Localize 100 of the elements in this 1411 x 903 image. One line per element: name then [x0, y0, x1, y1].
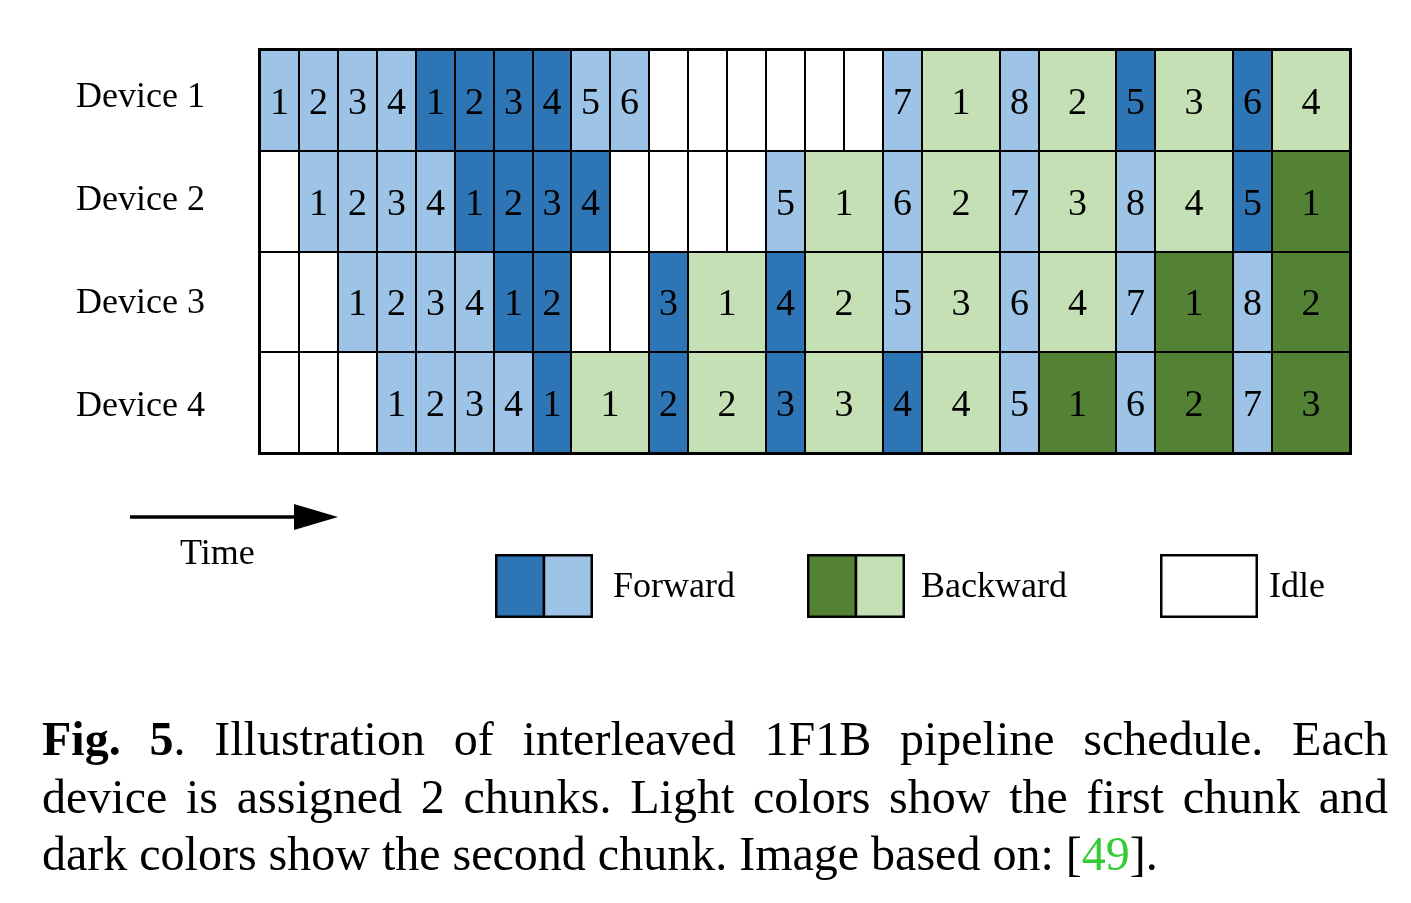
forward-cell: 3: [416, 252, 455, 352]
idle-cell: [844, 50, 883, 151]
forward-cell: 1: [377, 352, 416, 453]
axis-label: Time: [180, 531, 255, 574]
forward-cell: 1: [455, 151, 494, 252]
forward-cell: 6: [883, 151, 922, 252]
forward-cell: 2: [533, 252, 571, 352]
idle-cell: [610, 151, 649, 252]
backward-cell: 1: [1039, 352, 1116, 453]
forward-cell: 5: [571, 50, 610, 151]
forward-cell: 4: [883, 352, 922, 453]
forward-cell: 4: [377, 50, 416, 151]
figure-caption: Fig. 5. Illustration of interleaved 1F1B pipeline schedule. Each device is assigned 2 chunks. Light colors show the first chunk and dark colors show the second chunk. Image based on: [49].: [42, 711, 1388, 882]
backward-cell: 1: [688, 252, 766, 352]
forward-cell: 3: [649, 252, 688, 352]
backward-cell: 4: [1155, 151, 1233, 252]
backward-cell: 1: [922, 50, 1000, 151]
backward-cell: 2: [1039, 50, 1116, 151]
forward-cell: 1: [260, 50, 299, 151]
forward-cell: 3: [533, 151, 571, 252]
legend-label: Forward: [613, 564, 735, 607]
backward-cell: 4: [1272, 50, 1350, 151]
idle-cell: [688, 50, 727, 151]
forward-cell: 3: [766, 352, 805, 453]
backward-cell: 1: [805, 151, 883, 252]
forward-cell: 6: [1116, 352, 1155, 453]
backward-cell: 3: [1272, 352, 1350, 453]
idle-cell: [260, 352, 299, 453]
forward-cell: 1: [338, 252, 377, 352]
forward-cell: 7: [1116, 252, 1155, 352]
forward-cell: 4: [494, 352, 533, 453]
forward-cell: 1: [533, 352, 571, 453]
backward-cell: 3: [1039, 151, 1116, 252]
idle-cell: [688, 151, 727, 252]
idle-cell: [299, 352, 338, 453]
forward-cell: 8: [1233, 252, 1272, 352]
forward-cell: 5: [1233, 151, 1272, 252]
forward-cell: 5: [766, 151, 805, 252]
idle-cell: [338, 352, 377, 453]
row-label: Device 2: [76, 177, 205, 220]
backward-cell: 1: [1272, 151, 1350, 252]
forward-cell: 1: [299, 151, 338, 252]
forward-cell: 7: [1000, 151, 1039, 252]
idle-cell: [805, 50, 844, 151]
row-label: Device 3: [76, 280, 205, 323]
forward-cell: 8: [1116, 151, 1155, 252]
backward-cell: 3: [805, 352, 883, 453]
backward-cell: 1: [1155, 252, 1233, 352]
forward-cell: 2: [455, 50, 494, 151]
backward-cell: 2: [922, 151, 1000, 252]
citation-link: 49: [1081, 827, 1130, 880]
backward-cell: 3: [922, 252, 1000, 352]
forward-cell: 2: [299, 50, 338, 151]
idle-cell: [727, 151, 766, 252]
backward-cell: 4: [922, 352, 1000, 453]
forward-cell: 5: [1116, 50, 1155, 151]
backward-cell: 2: [1155, 352, 1233, 453]
forward-cell: 2: [377, 252, 416, 352]
forward-cell: 4: [416, 151, 455, 252]
forward-cell: 4: [533, 50, 571, 151]
forward-cell: 8: [1000, 50, 1039, 151]
idle-cell: [299, 252, 338, 352]
forward-cell: 4: [455, 252, 494, 352]
forward-cell: 3: [338, 50, 377, 151]
forward-cell: 1: [494, 252, 533, 352]
idle-cell: [766, 50, 805, 151]
idle-cell: [260, 151, 299, 252]
forward-cell: 2: [416, 352, 455, 453]
idle-cell: [610, 252, 649, 352]
backward-cell: 4: [1039, 252, 1116, 352]
row-label: Device 4: [76, 383, 205, 426]
idle-cell: [571, 252, 610, 352]
idle-cell: [727, 50, 766, 151]
forward-cell: 4: [571, 151, 610, 252]
forward-cell: 3: [494, 50, 533, 151]
forward-cell: 2: [338, 151, 377, 252]
row-label: Device 1: [76, 74, 205, 117]
legend-label: Idle: [1269, 564, 1325, 607]
legend-label: Backward: [921, 564, 1067, 607]
forward-cell: 3: [377, 151, 416, 252]
forward-cell: 7: [883, 50, 922, 151]
forward-cell: 4: [766, 252, 805, 352]
idle-cell: [649, 50, 688, 151]
forward-cell: 5: [1000, 352, 1039, 453]
forward-cell: 6: [1000, 252, 1039, 352]
backward-cell: 3: [1155, 50, 1233, 151]
forward-cell: 6: [610, 50, 649, 151]
forward-cell: 7: [1233, 352, 1272, 453]
forward-cell: 1: [416, 50, 455, 151]
forward-cell: 2: [494, 151, 533, 252]
backward-cell: 2: [805, 252, 883, 352]
backward-cell: 2: [1272, 252, 1350, 352]
forward-cell: 3: [455, 352, 494, 453]
idle-cell: [260, 252, 299, 352]
backward-cell: 1: [571, 352, 649, 453]
forward-cell: 5: [883, 252, 922, 352]
backward-cell: 2: [688, 352, 766, 453]
idle-cell: [649, 151, 688, 252]
forward-cell: 6: [1233, 50, 1272, 151]
forward-cell: 2: [649, 352, 688, 453]
